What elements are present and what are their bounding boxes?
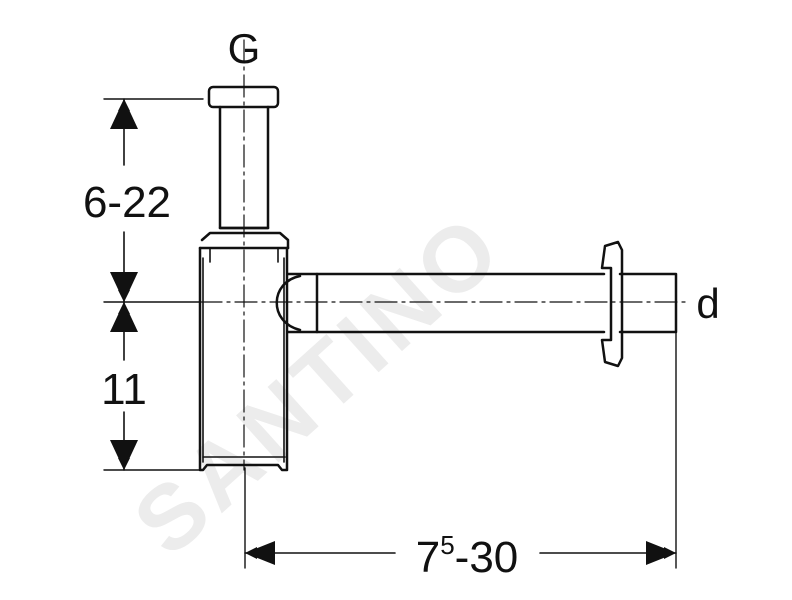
watermark: SANTINO (115, 194, 522, 575)
label-horizontal-dim: 75-30 (416, 530, 519, 582)
arrowheads (110, 99, 676, 565)
label-upper-dim: 6-22 (83, 178, 171, 227)
wall-rosette (600, 240, 624, 368)
outlet-elbow (275, 274, 302, 332)
outlet-pipe (275, 272, 678, 334)
watermark-text: SANTINO (115, 194, 522, 575)
label-d: d (696, 280, 719, 327)
label-g: G (228, 25, 261, 72)
label-lower-dim: 11 (101, 365, 147, 414)
